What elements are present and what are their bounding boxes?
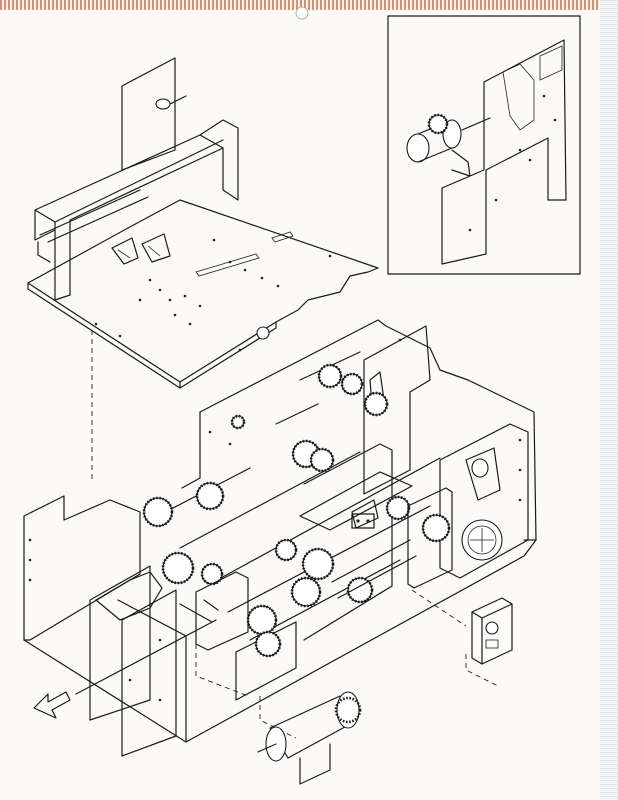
main-frame-chassis bbox=[23, 319, 537, 757]
alignment-guide-gearbox bbox=[195, 644, 249, 697]
right-margin-strip bbox=[600, 0, 618, 800]
alignment-guide-control-box bbox=[411, 589, 467, 627]
switch-module bbox=[351, 513, 375, 529]
control-box bbox=[471, 597, 513, 665]
punch-hole bbox=[295, 6, 309, 20]
perforated-top-edge bbox=[0, 0, 600, 10]
top-plate-assembly bbox=[27, 57, 379, 389]
chassis-holes bbox=[28, 338, 522, 702]
drive-motor bbox=[257, 691, 362, 785]
alignment-guide-control-box-lower bbox=[465, 654, 499, 687]
detail-inset bbox=[387, 15, 581, 275]
hollow-arrow-left-down-icon bbox=[33, 691, 71, 719]
